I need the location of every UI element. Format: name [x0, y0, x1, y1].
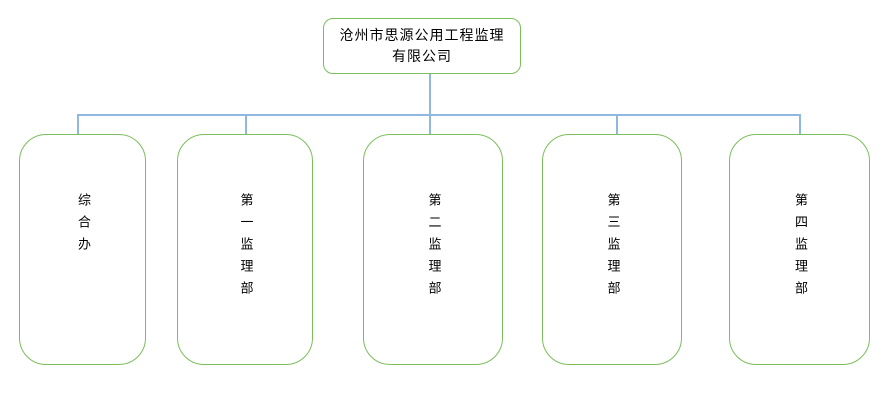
- connector-drop-dept-1: [77, 114, 79, 134]
- dept-box-supervision-4: 第四监理部: [729, 134, 870, 365]
- dept-label: 第二监理部: [425, 193, 441, 303]
- connector-drop-dept-3: [429, 114, 431, 134]
- dept-label: 第四监理部: [792, 193, 807, 303]
- dept-label: 第一监理部: [237, 193, 253, 303]
- connector-drop-dept-2: [245, 114, 247, 134]
- dept-box-supervision-1: 第一监理部: [177, 134, 313, 365]
- dept-label: 综合办: [75, 193, 90, 259]
- dept-label: 第三监理部: [604, 193, 620, 303]
- company-box: 沧州市思源公用工程监理 有限公司: [323, 18, 521, 74]
- dept-box-general-office: 综合办: [19, 134, 146, 365]
- dept-box-supervision-2: 第二监理部: [363, 134, 503, 365]
- company-name-line2: 有限公司: [392, 49, 452, 65]
- connector-stem: [429, 74, 431, 115]
- company-name-line1: 沧州市思源公用工程监理: [339, 28, 505, 44]
- connector-rail: [77, 114, 801, 116]
- connector-drop-dept-5: [799, 114, 801, 136]
- dept-box-supervision-3: 第三监理部: [542, 134, 682, 365]
- connector-drop-dept-4: [616, 114, 618, 134]
